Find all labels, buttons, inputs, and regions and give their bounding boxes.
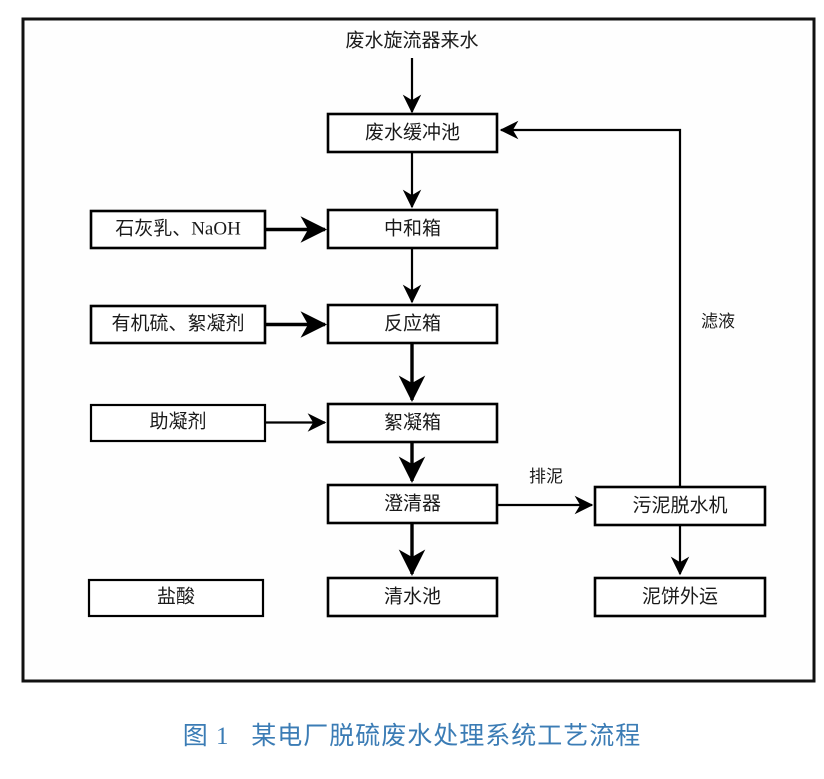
node-hydrochloric-box [87, 578, 265, 618]
node-mudcake: 泥饼外运 [593, 576, 767, 618]
node-organosulfur-box [89, 304, 267, 345]
node-mudcake-label: 泥饼外运 [642, 585, 718, 607]
node-mudcake-box [593, 576, 767, 618]
node-dewaterer-box [593, 485, 767, 527]
edge-label-filtrate: 滤液 [701, 312, 735, 331]
node-flocculation-label: 絮凝箱 [384, 411, 441, 433]
inlet-label: 废水旋流器来水 [345, 29, 478, 51]
node-dewaterer: 污泥脱水机 [593, 485, 767, 527]
node-dewaterer-label: 污泥脱水机 [632, 494, 727, 516]
process-flow-diagram: 废水旋流器来水 废水缓冲池 中和箱 反应箱 絮凝箱 澄清器 [21, 17, 816, 683]
node-flocculation: 絮凝箱 [326, 402, 499, 444]
node-organosulfur-label: 有机硫、絮凝剂 [111, 312, 244, 334]
node-neutralize: 中和箱 [326, 208, 499, 250]
node-coagulant-aid: 助凝剂 [89, 403, 267, 443]
node-lime-label: 石灰乳、NaOH [115, 217, 241, 239]
node-coagulant-aid-box [89, 403, 267, 443]
edge-label-sludge-discharge: 排泥 [529, 467, 563, 486]
node-coagulant-aid-label: 助凝剂 [149, 410, 206, 432]
edge-filtrate-return [499, 120, 682, 487]
node-clearwater-box [326, 576, 499, 618]
node-clarifier: 澄清器 [326, 483, 499, 525]
node-flocculation-box [326, 402, 499, 444]
node-buffer-label: 废水缓冲池 [365, 121, 460, 143]
node-hydrochloric-label: 盐酸 [157, 585, 195, 607]
node-clarifier-label: 澄清器 [384, 492, 441, 514]
figure-caption: 图 1 某电厂脱硫废水处理系统工艺流程 [182, 723, 642, 750]
node-neutralize-label: 中和箱 [384, 217, 441, 239]
node-clearwater: 清水池 [326, 576, 499, 618]
node-hydrochloric: 盐酸 [87, 578, 265, 618]
node-lime: 石灰乳、NaOH [89, 209, 267, 250]
node-lime-box [89, 209, 267, 250]
node-buffer: 废水缓冲池 [326, 112, 499, 154]
node-reaction: 反应箱 [326, 303, 499, 345]
node-clearwater-label: 清水池 [384, 585, 441, 607]
node-reaction-label: 反应箱 [384, 312, 441, 334]
node-organosulfur: 有机硫、絮凝剂 [89, 304, 267, 345]
node-neutralize-box [326, 208, 499, 250]
node-buffer-box [326, 112, 499, 154]
